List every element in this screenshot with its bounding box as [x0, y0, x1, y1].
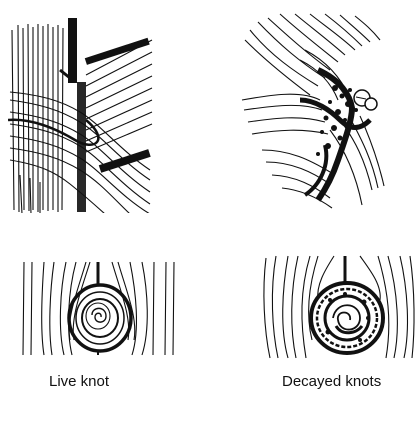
caption-decayed-knots: Decayed knots — [282, 373, 381, 390]
decayed-knots-drawing — [264, 256, 414, 358]
live-knot-drawing — [23, 262, 174, 355]
caption-live-knot: Live knot — [49, 373, 109, 390]
top-left-knot-section — [8, 18, 152, 214]
top-right-decayed-section — [242, 14, 384, 208]
